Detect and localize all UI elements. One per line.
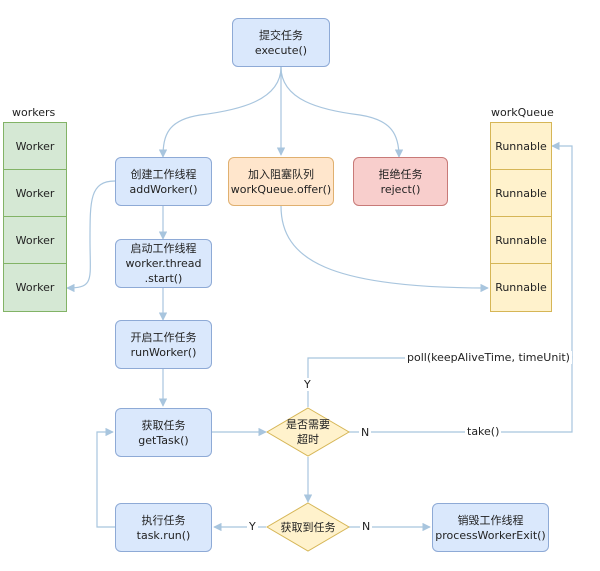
runnable-slot: Runnable (490, 216, 552, 264)
run-task-node: 执行任务 task.run() (115, 503, 212, 552)
run-worker-method: runWorker() (130, 345, 197, 359)
queue-offer-node: 加入阻塞队列 workQueue.offer() (228, 157, 334, 206)
add-worker-title: 创建工作线程 (130, 167, 197, 181)
worker-slot: Worker (3, 122, 67, 170)
start-thread-title: 启动工作线程 (130, 242, 197, 255)
submit-task-method: execute() (254, 43, 308, 57)
get-task-node: 获取任务 getTask() (115, 408, 212, 457)
run-worker-title: 开启工作任务 (130, 330, 197, 344)
got-task-decision: 获取到任务 (266, 502, 350, 552)
reject-task-title: 拒绝任务 (378, 167, 423, 181)
edge-runtask-to-gettask (96, 427, 115, 528)
got-task-decision-label: 获取到任务 (280, 520, 336, 534)
run-worker-node: 开启工作任务 runWorker() (115, 320, 212, 369)
runnable-slot: Runnable (490, 263, 552, 312)
edge-submit-to-addworker (158, 66, 282, 158)
reject-task-method: reject() (380, 182, 421, 196)
queue-offer-title: 加入阻塞队列 (248, 167, 314, 181)
worker-exit-title: 销毁工作线程 (457, 513, 524, 527)
timeout-diamond-shape (266, 407, 350, 457)
runnable-slot: Runnable (490, 122, 552, 170)
worker-exit-node: 销毁工作线程 processWorkerExit() (432, 503, 549, 552)
add-worker-method: addWorker() (129, 182, 198, 196)
edge-timeout-take (349, 356, 573, 433)
got-task-yes-label: Y (247, 520, 258, 533)
start-thread-method: worker.thread (125, 257, 202, 270)
submit-task-node: 提交任务 execute() (232, 18, 330, 67)
timeout-decision-line1: 是否需要 (286, 418, 330, 431)
timeout-decision: 是否需要 超时 (266, 407, 350, 457)
run-task-title: 执行任务 (141, 513, 186, 527)
poll-edge-label: poll(keepAliveTime, timeUnit) (405, 351, 572, 364)
worker-exit-method: processWorkerExit() (435, 528, 546, 542)
worker-slot: Worker (3, 263, 67, 312)
queue-offer-method: workQueue.offer() (230, 182, 332, 196)
reject-task-node: 拒绝任务 reject() (353, 157, 448, 206)
run-task-method: task.run() (136, 528, 191, 542)
got-task-no-label: N (360, 520, 373, 533)
edge-addworker-to-workers (66, 180, 116, 293)
start-thread-method-cont: .start() (144, 272, 183, 285)
get-task-title: 获取任务 (141, 418, 186, 432)
got-task-diamond-shape (266, 502, 350, 552)
worker-slot: Worker (3, 216, 67, 264)
edge-submit-to-reject (280, 66, 404, 158)
edge-offer-to-queue (280, 205, 489, 293)
workqueue-title: workQueue (491, 106, 554, 119)
worker-slot: Worker (3, 169, 67, 217)
runnable-slot: Runnable (490, 169, 552, 217)
add-worker-node: 创建工作线程 addWorker() (115, 157, 212, 206)
start-thread-node: 启动工作线程 worker.thread .start() (115, 239, 212, 288)
timeout-no-label: N (359, 426, 372, 439)
workers-title: workers (12, 106, 56, 119)
submit-task-title: 提交任务 (259, 28, 303, 42)
timeout-yes-label: Y (302, 378, 313, 391)
get-task-method: getTask() (138, 433, 189, 447)
take-edge-label: take() (465, 425, 502, 438)
timeout-decision-line2: 超时 (297, 433, 319, 446)
